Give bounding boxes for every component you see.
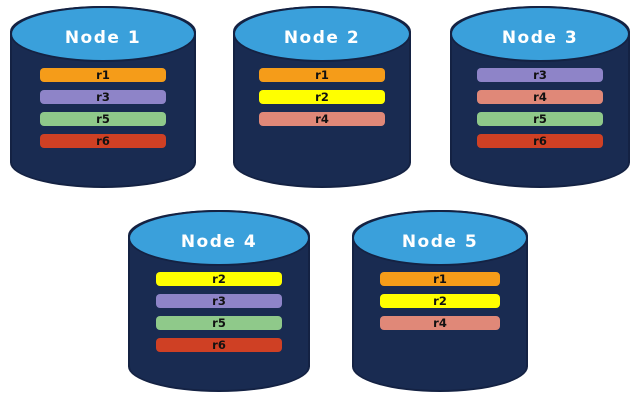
replica-list: r3 r4 r5 r6: [450, 68, 630, 148]
cylinder-top-ellipse: [352, 210, 528, 267]
replica-bar[interactable]: r3: [156, 294, 282, 308]
replica-list: r1 r2 r4: [352, 272, 528, 330]
replica-bar[interactable]: r2: [380, 294, 500, 308]
replica-bar[interactable]: r2: [259, 90, 385, 104]
replica-bar[interactable]: r4: [477, 90, 603, 104]
replica-bar[interactable]: r3: [40, 90, 166, 104]
replica-bar[interactable]: r4: [380, 316, 500, 330]
replica-bar[interactable]: r4: [259, 112, 385, 126]
replica-bar[interactable]: r5: [40, 112, 166, 126]
replica-bar[interactable]: r1: [40, 68, 166, 82]
cylinder-top-ellipse: [128, 210, 310, 267]
replica-bar[interactable]: r6: [156, 338, 282, 352]
replica-bar[interactable]: r6: [40, 134, 166, 148]
replica-list: r1 r2 r4: [233, 68, 411, 126]
cylinder-top-ellipse: [10, 6, 196, 63]
replica-bar[interactable]: r5: [156, 316, 282, 330]
replica-bar[interactable]: r5: [477, 112, 603, 126]
replica-bar[interactable]: r1: [380, 272, 500, 286]
replica-bar[interactable]: r3: [477, 68, 603, 82]
replica-list: r2 r3 r5 r6: [128, 272, 310, 352]
cylinder-top-ellipse: [450, 6, 630, 63]
replica-list: r1 r3 r5 r6: [10, 68, 196, 148]
replica-bar[interactable]: r1: [259, 68, 385, 82]
replica-bar[interactable]: r6: [477, 134, 603, 148]
cylinder-top-ellipse: [233, 6, 411, 63]
replica-bar[interactable]: r2: [156, 272, 282, 286]
